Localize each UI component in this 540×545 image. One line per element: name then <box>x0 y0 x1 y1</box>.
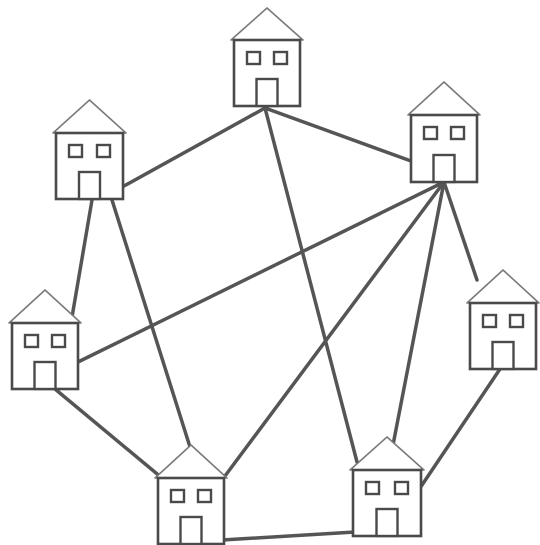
house-top-house-icon <box>230 7 304 108</box>
roof <box>8 289 82 324</box>
window-right <box>50 333 67 349</box>
window-right <box>393 480 410 496</box>
house-upper-left-house-icon <box>52 99 127 201</box>
house-bottom-right-house-icon <box>349 436 425 538</box>
house-upper-right-house-icon <box>407 81 481 184</box>
connection-lines <box>53 106 502 542</box>
edge-top-to-upper-left <box>122 106 267 188</box>
edge-upper-right-to-bottom-right <box>391 180 446 447</box>
house-middle-right-house-icon <box>466 269 540 371</box>
roof <box>52 99 127 134</box>
window-right <box>508 313 525 329</box>
door <box>432 153 456 184</box>
edge-upper-right-to-middle-left <box>76 180 446 364</box>
door <box>179 515 203 545</box>
edge-bottom-left-to-bottom-right <box>220 530 357 542</box>
edge-top-to-upper-right <box>263 106 413 163</box>
door <box>491 340 515 371</box>
roof <box>407 81 481 116</box>
door <box>255 77 279 108</box>
edge-middle-right-to-bottom-right <box>418 367 502 490</box>
edge-upper-right-to-bottom-left <box>220 180 446 482</box>
roof <box>230 7 304 41</box>
house-bottom-left-house-icon <box>154 444 228 545</box>
window-right <box>196 488 213 504</box>
window-right <box>449 125 466 141</box>
window-left <box>481 313 498 329</box>
window-right <box>272 50 289 66</box>
roof <box>154 444 228 479</box>
door <box>77 170 102 201</box>
roof <box>466 269 540 304</box>
edge-upper-left-to-middle-left <box>69 198 94 325</box>
roof <box>349 436 425 471</box>
window-left <box>169 488 186 504</box>
window-left <box>364 480 381 496</box>
house-middle-left-house-icon <box>8 289 82 391</box>
door <box>375 507 399 538</box>
house-nodes <box>8 7 540 545</box>
window-left <box>23 333 40 349</box>
door <box>33 360 57 391</box>
edge-middle-left-to-bottom-left <box>53 387 164 480</box>
edge-top-to-bottom-right <box>263 106 359 464</box>
window-left <box>67 143 84 159</box>
window-left <box>422 125 439 141</box>
window-left <box>245 50 262 66</box>
window-right <box>95 143 112 159</box>
edge-upper-right-to-middle-right <box>442 180 479 282</box>
edge-upper-left-to-bottom-left <box>110 198 192 449</box>
